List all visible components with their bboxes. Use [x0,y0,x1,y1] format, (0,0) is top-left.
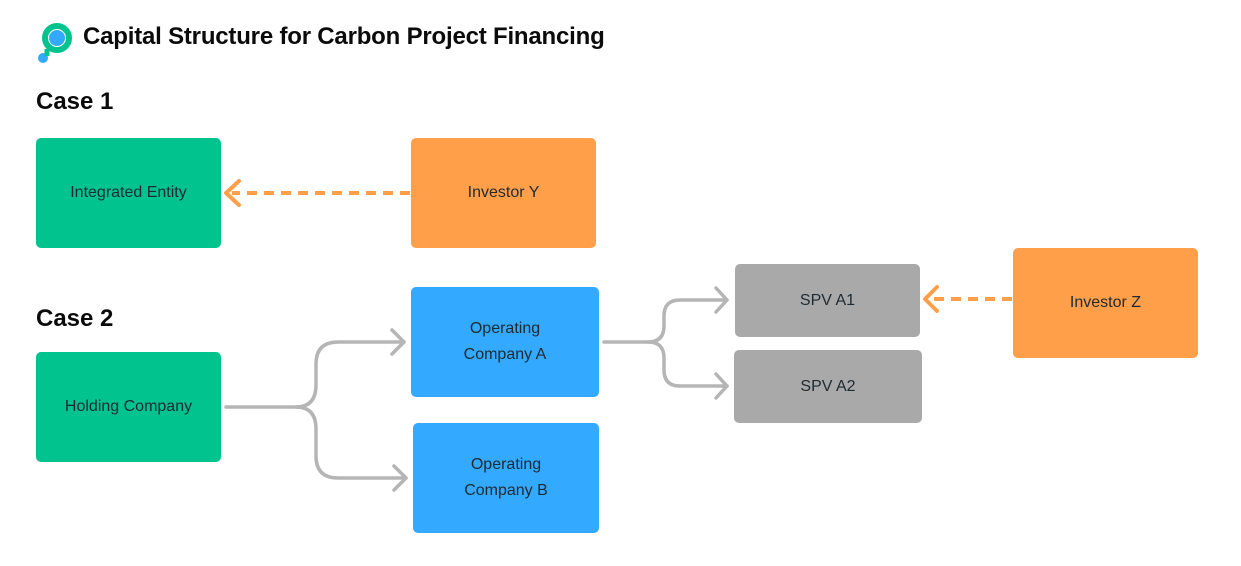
edge-investor-y-to-integrated-entity [224,179,410,207]
edge-investor-z-to-spv-a1 [923,285,1012,313]
node-label: SPV A2 [800,377,856,395]
node-integrated-entity[interactable]: Integrated Entity [36,138,221,248]
node-label: SPV A1 [799,291,856,309]
node-label: Operating Company A [463,320,547,363]
node-investor-z[interactable]: Investor Z [1013,248,1198,358]
node-investor-y[interactable]: Investor Y [411,138,596,248]
node-label: Investor Z [1069,294,1142,311]
node-label: Integrated Entity [70,184,187,201]
node-spv-a1[interactable]: SPV A1 [735,264,920,337]
node-holding-company[interactable]: Holding Company [36,352,221,462]
node-spv-a2[interactable]: SPV A2 [734,350,922,423]
node-label: Investor Y [467,184,540,201]
brand-logo-icon [38,23,72,63]
edge-holding-to-operating-companies [224,328,408,492]
page-title: Capital Structure for Carbon Project Fin… [83,23,605,50]
node-label: Operating Company B [464,456,548,499]
edge-operating-a-to-spvs [602,286,729,400]
node-operating-company-a[interactable]: Operating Company A [411,287,599,397]
case-1-heading: Case 1 [36,88,114,115]
node-label: Holding Company [64,398,193,415]
node-operating-company-b[interactable]: Operating Company B [413,423,599,533]
case-2-heading: Case 2 [36,305,114,332]
